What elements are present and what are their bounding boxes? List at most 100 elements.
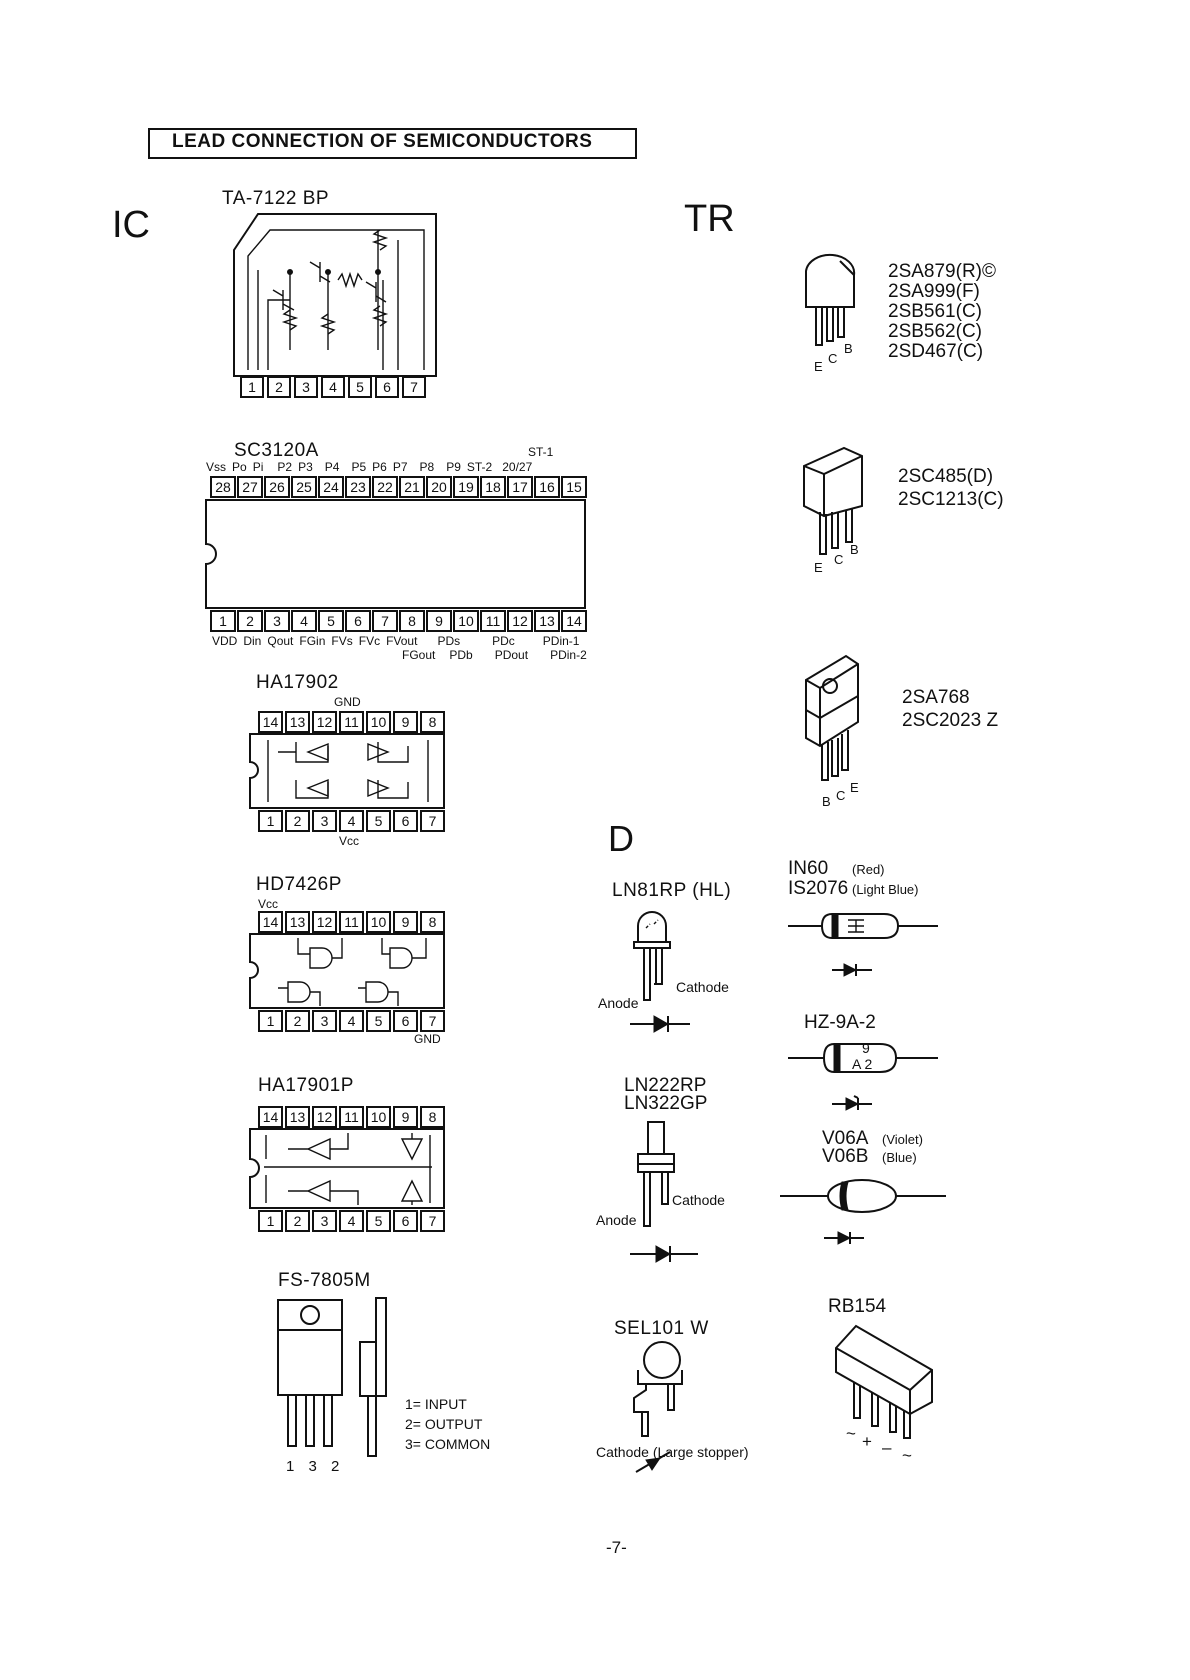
pin-label: Po — [232, 460, 247, 474]
pin: 8 — [420, 911, 445, 933]
pin: 3 — [312, 1010, 337, 1032]
pin: 17 — [507, 476, 533, 498]
pin: 4 — [339, 810, 364, 832]
tr3-part-list: 2SA768 2SC2023 Z — [902, 686, 998, 732]
pin-label: PDb — [449, 648, 473, 662]
v06a-name: V06A — [822, 1128, 869, 1149]
ta7122-name: TA-7122 BP — [222, 188, 330, 209]
pin: 18 — [480, 476, 506, 498]
legend-item: 2= OUTPUT — [405, 1416, 483, 1432]
pin: 11 — [339, 711, 364, 733]
pin: 24 — [318, 476, 344, 498]
legend-item: 3= COMMON — [405, 1436, 491, 1452]
pin-label: P5 — [351, 460, 367, 474]
ln81rp-anode-label: Anode — [598, 995, 639, 1011]
pin: 7 — [372, 610, 398, 632]
pin: 15 — [561, 476, 587, 498]
ha17901-bottom-pins: 1 2 3 4 5 6 7 — [258, 1210, 447, 1232]
pin: 14 — [258, 711, 283, 733]
in60-diagram — [788, 913, 938, 977]
hz9a2-name: HZ-9A-2 — [804, 1012, 876, 1033]
tr2-package — [803, 446, 863, 555]
fs7805-diagram — [277, 1297, 387, 1457]
sc3120-top-labels: Vss Po Pi P2 P3 P4 P5 P6 P7 P8 P9 ST-2 2… — [206, 460, 532, 474]
pin: 3 — [264, 610, 290, 632]
sel101-note: Cathode (Large stopper) — [596, 1444, 749, 1460]
tr1-part-list: 2SA879(R)© 2SA999(F) 2SB561(C) 2SB562(C)… — [888, 262, 996, 362]
pin: 5 — [348, 376, 372, 398]
hd7426-bottom-pins: 1 2 3 4 5 6 7 — [258, 1010, 447, 1032]
pin-label: PDin-1 — [542, 634, 580, 648]
fs7805-legend: 1= INPUT 2= OUTPUT 3= COMMON — [405, 1394, 490, 1454]
pin: 6 — [393, 1010, 418, 1032]
tr1-package — [805, 253, 856, 346]
pin: 4 — [321, 376, 345, 398]
lead-label: B — [844, 341, 853, 356]
part-number: 2SA768 — [902, 687, 970, 708]
pin: 28 — [210, 476, 236, 498]
part-number: 2SC485(D) — [898, 466, 994, 487]
pin-label: PDs — [437, 634, 461, 648]
section-tr-label: TR — [684, 198, 735, 240]
ln81rp-cathode-label: Cathode — [676, 979, 729, 995]
lead-label: B — [850, 542, 859, 557]
pin-label: P6 — [372, 460, 387, 474]
hd7426-gnd-label: GND — [414, 1032, 441, 1046]
tr3-package — [805, 654, 859, 781]
pin: 1 — [210, 610, 236, 632]
pin: 11 — [339, 911, 364, 933]
page-title: LEAD CONNECTION OF SEMICONDUCTORS — [172, 131, 593, 152]
pin: 5 — [366, 1010, 391, 1032]
pin: 12 — [507, 610, 533, 632]
is2076-name: IS2076 — [788, 878, 849, 899]
pin: 1 — [258, 810, 283, 832]
pin: 14 — [561, 610, 587, 632]
pin: 9 — [393, 1106, 418, 1128]
ta7122-pin-row: 1 2 3 4 5 6 7 — [240, 376, 429, 398]
pin-label: Qout — [267, 634, 294, 648]
pin: 3 — [294, 376, 318, 398]
pin-label: P4 — [324, 460, 340, 474]
hd7426-vcc-label: Vcc — [258, 897, 279, 911]
pin: 19 — [453, 476, 479, 498]
pin: 10 — [453, 610, 479, 632]
lead-label: C — [836, 788, 846, 803]
v06b-name: V06B — [822, 1146, 869, 1167]
pin: 2 — [285, 810, 310, 832]
pin: 8 — [399, 610, 425, 632]
in60-name: IN60 — [788, 858, 829, 879]
pin-label: P3 — [298, 460, 313, 474]
ha17902-gnd-label: GND — [334, 695, 361, 709]
pin-label: Din — [243, 634, 262, 648]
in60-color: (Red) — [852, 862, 885, 877]
pin-label: P2 — [277, 460, 293, 474]
pin: 2 — [285, 1010, 310, 1032]
lead-label: C — [828, 351, 838, 366]
pin-label: Vss — [206, 460, 227, 474]
pin: 6 — [393, 810, 418, 832]
tr2-part-list: 2SC485(D) 2SC1213(C) — [898, 465, 1004, 511]
pin: 26 — [264, 476, 290, 498]
pin: 5 — [366, 1210, 391, 1232]
hz9a2-diagram — [788, 1043, 938, 1111]
pin: 2 — [237, 610, 263, 632]
lead-mark: ~ — [846, 1424, 856, 1443]
pin: 25 — [291, 476, 317, 498]
pin: 2 — [267, 376, 291, 398]
part-number: 2SA879(R)© — [888, 261, 996, 282]
ln81rp-diagram — [630, 911, 690, 1033]
legend-item: 1= INPUT — [405, 1396, 467, 1412]
rb154-diagram — [835, 1324, 933, 1439]
pin-label: PDout — [494, 648, 529, 662]
pin-label: P7 — [392, 460, 408, 474]
lead-label: E — [814, 359, 823, 374]
pin-label: P9 — [446, 460, 461, 474]
pin-label: FVc — [358, 634, 381, 648]
pin: 1 — [240, 376, 264, 398]
pin: 2 — [285, 1210, 310, 1232]
pin: 3 — [312, 810, 337, 832]
pin: 4 — [291, 610, 317, 632]
pin-label: FVout — [386, 634, 418, 648]
pin: 7 — [420, 810, 445, 832]
pin: 12 — [312, 911, 337, 933]
